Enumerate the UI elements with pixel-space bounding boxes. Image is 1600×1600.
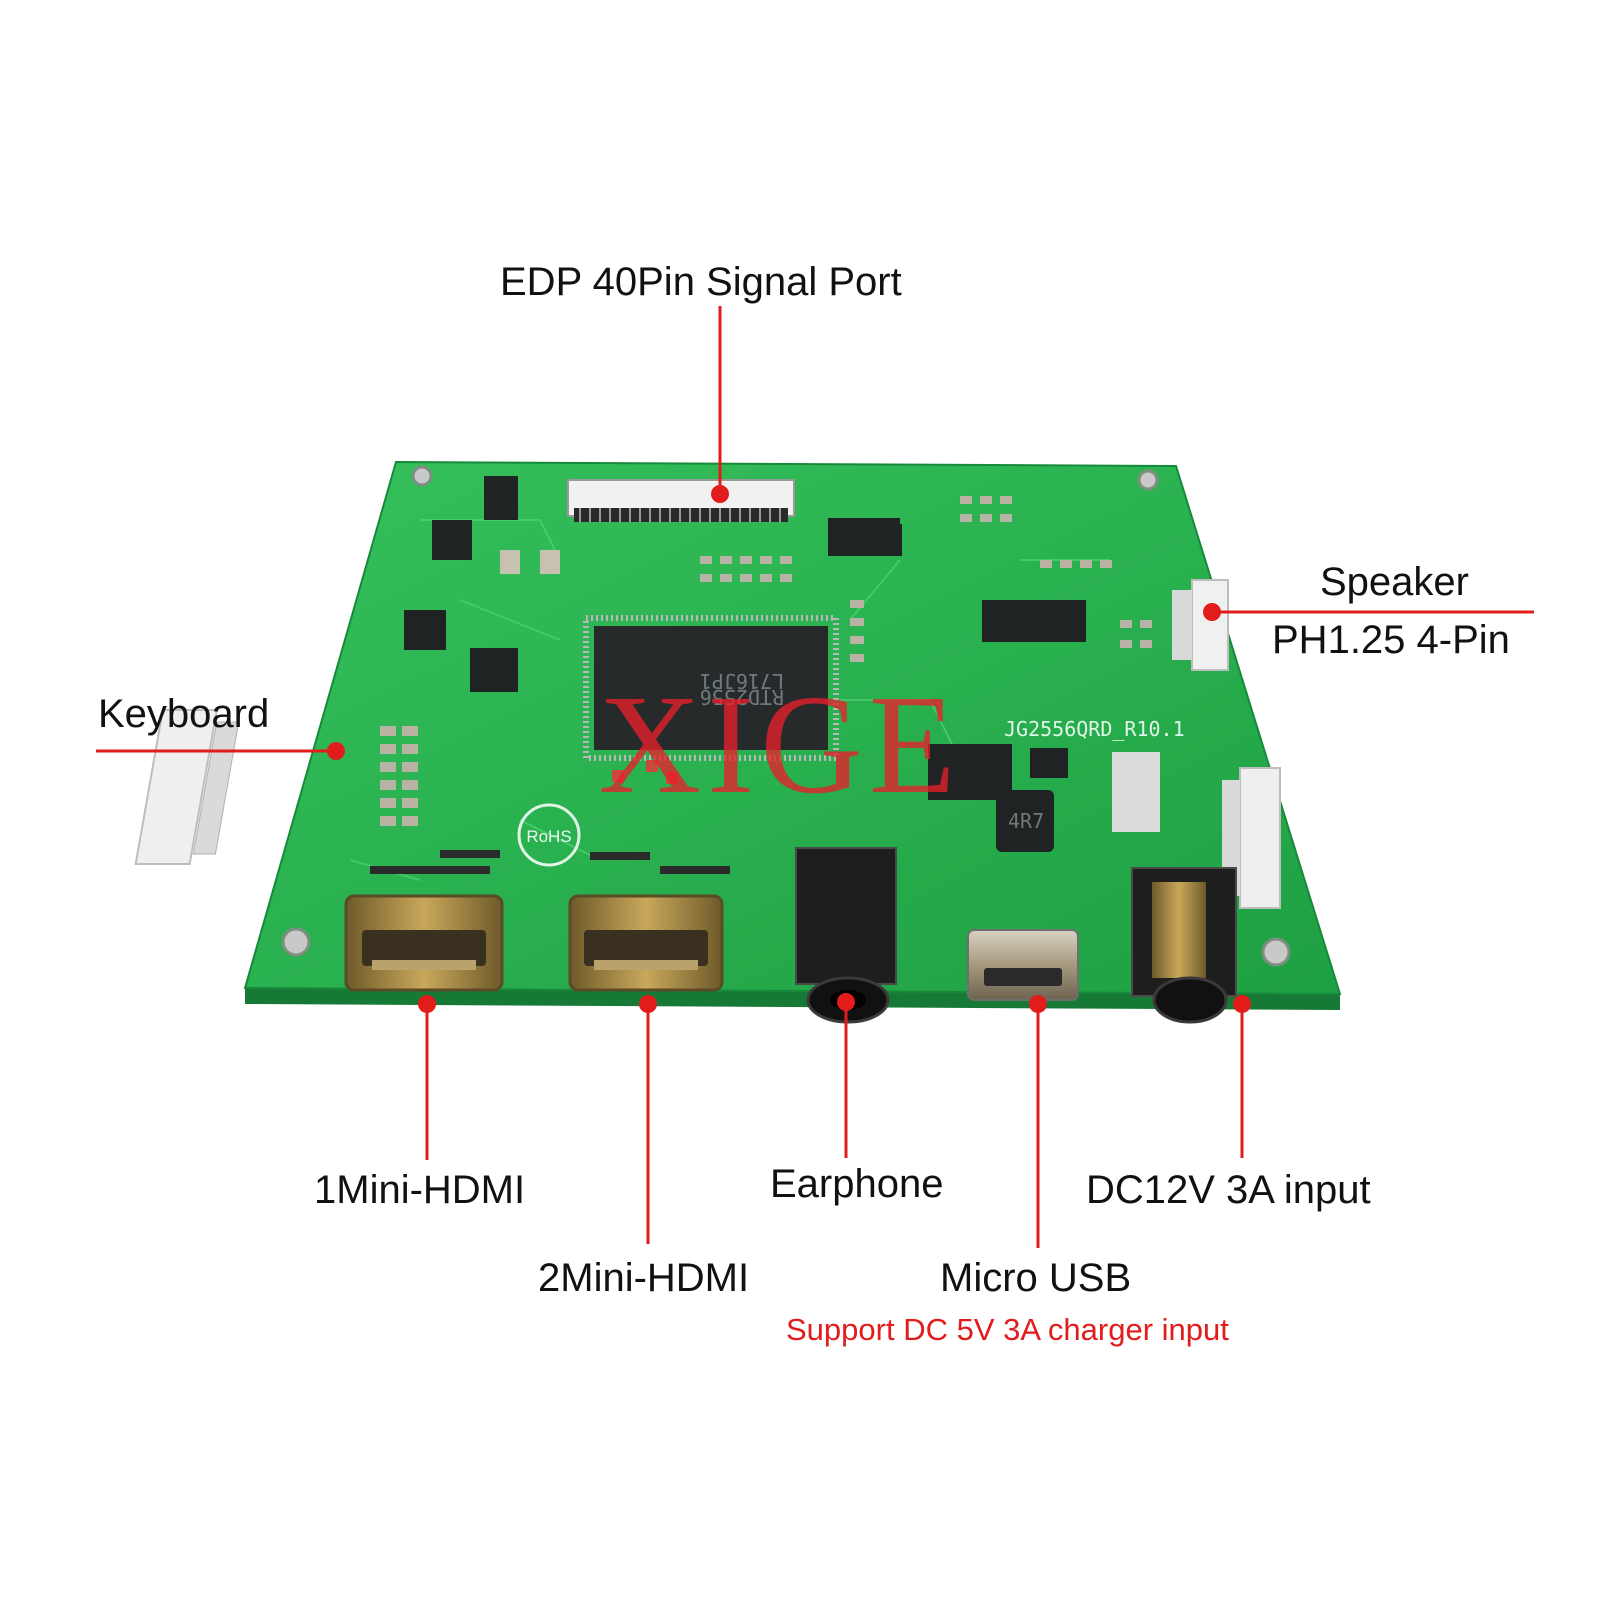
callout-keyboard-dot	[327, 742, 345, 760]
mini-hdmi-port-1	[344, 894, 504, 992]
chip-label-2: L716JP1	[700, 669, 784, 693]
callout-dots	[327, 485, 1251, 1013]
passives	[380, 496, 1152, 826]
speaker-connector	[1172, 579, 1229, 671]
rohs-label: RoHS	[526, 827, 571, 846]
callout-edp-dot	[711, 485, 729, 503]
watermark: XIGE	[598, 665, 961, 823]
callout-hdmi2-dot	[639, 995, 657, 1013]
edp-connector	[567, 479, 795, 522]
callout-speaker-dot	[1203, 603, 1221, 621]
rohs-mark	[517, 803, 581, 867]
board-model-label: JG2556QRD_R10.1	[1004, 717, 1185, 741]
resistor-arrays	[370, 850, 730, 874]
inductor-label: 4R7	[1008, 809, 1044, 833]
label-speaker-spec: PH1.25 4-Pin	[1272, 618, 1510, 662]
dc-jack	[1131, 867, 1237, 1024]
label-speaker: Speaker	[1320, 560, 1469, 604]
label-dc-input: DC12V 3A input	[1086, 1168, 1371, 1212]
micro-usb-port	[967, 929, 1079, 1001]
mounting-holes	[281, 465, 1291, 967]
callout-earphone-dot	[837, 993, 855, 1011]
callout-hdmi1-dot	[418, 995, 436, 1013]
keyboard-connector	[134, 709, 240, 865]
label-hdmi1: 1Mini-HDMI	[314, 1168, 526, 1212]
main-chip: RTD2556 L716JP1	[583, 615, 839, 761]
mini-hdmi-port-2	[568, 894, 724, 992]
callout-microusb-dot	[1029, 995, 1047, 1013]
components	[404, 476, 1160, 852]
label-micro-usb: Micro USB	[940, 1256, 1132, 1300]
label-earphone: Earphone	[770, 1162, 944, 1206]
chip-label-1: RTD2556	[700, 685, 784, 709]
label-hdmi2: 2Mini-HDMI	[538, 1256, 750, 1300]
callout-lines	[96, 306, 1534, 1248]
callout-dc-dot	[1233, 995, 1251, 1013]
charger-note: Support DC 5V 3A charger input	[786, 1312, 1229, 1347]
label-keyboard: Keyboard	[98, 692, 270, 736]
label-edp-port: EDP 40Pin Signal Port	[500, 260, 902, 304]
